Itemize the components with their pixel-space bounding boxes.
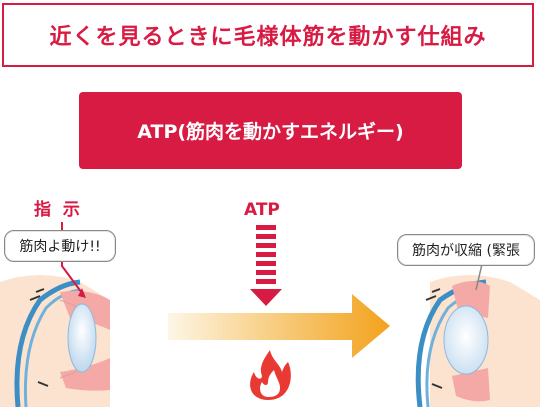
left-eye-illustration <box>0 275 110 407</box>
left-lens <box>67 303 97 373</box>
down-arrow-icon <box>250 225 282 306</box>
ciliary-muscle-bottom <box>60 358 110 391</box>
right-eye-illustration <box>415 263 540 407</box>
atp-label: ATP <box>244 200 280 220</box>
page-title: 近くを見るときに毛様体筋を動かす仕組み <box>2 3 534 67</box>
atp-energy-banner: ATP(筋肉を動かすエネルギー) <box>79 92 462 169</box>
instruction-label: 指 示 <box>34 200 83 220</box>
flame-icon <box>250 350 291 400</box>
right-arrow-icon <box>168 294 390 358</box>
right-lens <box>443 305 489 375</box>
command-speech-bubble: 筋肉よ動け!! <box>4 230 116 262</box>
instruction-pointer <box>61 260 83 294</box>
ciliary-muscle-contracted-bottom <box>452 368 490 402</box>
contraction-speech-bubble: 筋肉が収縮 (緊張 <box>397 234 535 266</box>
left-eyelashes <box>29 288 45 301</box>
right-eyelashes <box>425 288 441 301</box>
